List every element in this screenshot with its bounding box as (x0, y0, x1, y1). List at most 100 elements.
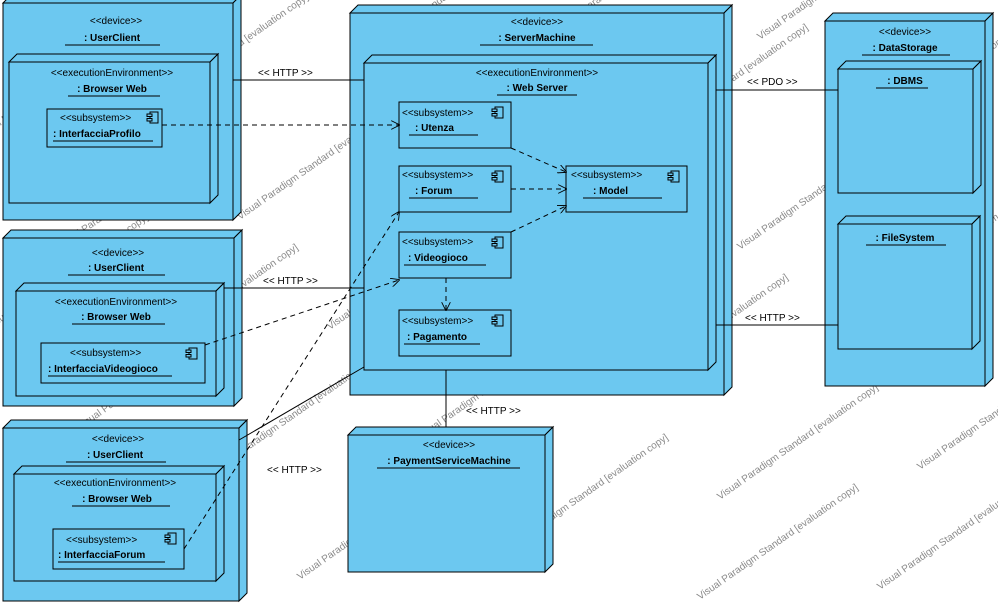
client-game-node[interactable]: <<device>> : UserClient <<executionEnvir… (1, 228, 244, 408)
env-top-face (14, 282, 226, 292)
subsystem-stereotype: <<subsystem>> (402, 237, 473, 248)
utenza-subsystem[interactable]: <<subsystem>> : Utenza (398, 101, 512, 149)
node-stereotype: <<device>> (879, 27, 931, 38)
forum-subsystem[interactable]: <<subsystem>> : Forum (398, 165, 512, 213)
env-stereotype: <<executionEnvironment>> (51, 68, 173, 79)
env-stereotype: <<executionEnvironment>> (55, 297, 177, 308)
env-side-face (209, 52, 219, 205)
dbms-node[interactable]: : DBMS (836, 59, 983, 195)
node-stereotype: <<device>> (90, 16, 142, 27)
subsystem-stereotype: <<subsystem>> (60, 113, 131, 124)
subsystem-name: : Forum (415, 186, 452, 197)
videogioco-subsystem[interactable]: <<subsystem>> : Videogioco (398, 231, 512, 279)
node-stereotype: <<device>> (511, 17, 563, 28)
node-side-face (238, 418, 248, 603)
component-icon (146, 111, 159, 124)
filesystem-name: : FileSystem (876, 233, 935, 244)
env-side-face (971, 214, 981, 351)
component-icon (491, 314, 504, 327)
watermark-text: Visual Paradigm Standard [evaluation cop… (715, 382, 880, 502)
env-name: : Browser Web (77, 84, 147, 95)
subsystem-stereotype: <<subsystem>> (402, 108, 473, 119)
node-top-face (346, 426, 555, 436)
node-name: : UserClient (87, 450, 144, 461)
client-profile-node[interactable]: <<device>> : UserClient <<executionEnvir… (1, 0, 242, 222)
component-icon (491, 236, 504, 249)
env-name: : Browser Web (82, 494, 152, 505)
env-top-face (836, 215, 982, 225)
env-name: : Web Server (507, 83, 568, 94)
subsystem-name: : InterfacciaVideogioco (48, 364, 158, 375)
http-label-profile: << HTTP >> (258, 68, 313, 79)
subsystem-stereotype: <<subsystem>> (70, 348, 141, 359)
data-storage-node[interactable]: <<device>> : DataStorage : DBMS : FileSy… (823, 11, 995, 388)
node-side-face (723, 3, 733, 397)
env-stereotype: <<executionEnvironment>> (54, 478, 176, 489)
http-label-forum: << HTTP >> (267, 465, 322, 476)
env-top-face (362, 54, 718, 64)
subsystem-stereotype: <<subsystem>> (402, 170, 473, 181)
node-stereotype: <<device>> (423, 440, 475, 451)
client-forum-node[interactable]: <<device>> : UserClient <<executionEnvir… (1, 418, 249, 603)
pagamento-subsystem[interactable]: <<subsystem>> : Pagamento (398, 309, 512, 357)
subsystem-name: : Pagamento (407, 332, 467, 343)
env-stereotype: <<executionEnvironment>> (476, 68, 598, 79)
dependency-forum-forum[interactable] (183, 212, 399, 550)
subsystem-stereotype: <<subsystem>> (571, 170, 642, 181)
dbms-name: : DBMS (887, 76, 923, 87)
node-stereotype: <<device>> (92, 434, 144, 445)
component-icon (164, 532, 177, 545)
model-subsystem[interactable]: <<subsystem>> : Model (565, 165, 688, 213)
dependency-game-videogioco[interactable] (204, 280, 399, 346)
payment-service-node[interactable]: <<device>> : PaymentServiceMachine (346, 425, 555, 574)
dependency-videogioco-model[interactable] (510, 206, 566, 233)
node-top-face (1, 419, 249, 429)
subsystem-name: : InterfacciaForum (58, 550, 145, 561)
subsystem-stereotype: <<subsystem>> (66, 535, 137, 546)
server-machine-node[interactable]: <<device>> : ServerMachine <<executionEn… (348, 3, 734, 397)
http-label-filesystem: << HTTP >> (745, 313, 800, 324)
env-top-face (7, 53, 220, 63)
interfaccia-profilo-subsystem[interactable]: <<subsystem>> : InterfacciaProfilo (46, 108, 163, 148)
env-side-face (972, 59, 982, 195)
node-side-face (984, 11, 994, 388)
env-side-face (707, 53, 717, 372)
node-stereotype: <<device>> (92, 248, 144, 259)
node-top-face (1, 229, 244, 239)
env-name: : Browser Web (81, 312, 151, 323)
watermark-text: Visual Paradigm Standard [evaluation cop… (875, 472, 998, 592)
dependency-utenza-model[interactable] (510, 147, 566, 172)
http-label-payment: << HTTP >> (466, 406, 521, 417)
env-top-face (12, 465, 226, 475)
pdo-label: << PDO >> (747, 77, 798, 88)
comm-path-forum[interactable] (238, 366, 365, 441)
connections (162, 79, 838, 550)
node-side-face (233, 228, 243, 408)
node-name: : DataStorage (872, 43, 937, 54)
filesystem-node[interactable]: : FileSystem (836, 214, 982, 351)
interfaccia-videogioco-subsystem[interactable]: <<subsystem>> : InterfacciaVideogioco (40, 342, 206, 384)
component-icon (491, 170, 504, 183)
node-name: : UserClient (88, 263, 145, 274)
subsystem-name: : Utenza (415, 123, 454, 134)
subsystem-name: : Videogioco (408, 253, 468, 264)
component-icon (667, 170, 680, 183)
connection-labels: << HTTP >> << HTTP >> << HTTP >> << PDO … (258, 68, 800, 476)
subsystem-name: : InterfacciaProfilo (53, 129, 141, 140)
node-name: : ServerMachine (498, 33, 576, 44)
node-side-face (232, 0, 242, 222)
subsystem-name: : Model (593, 186, 628, 197)
http-label-game: << HTTP >> (263, 276, 318, 287)
node-top-face (823, 12, 995, 22)
env-front-face (837, 68, 974, 194)
component-icon (491, 106, 504, 119)
subsystem-stereotype: <<subsystem>> (402, 316, 473, 327)
env-side-face (215, 464, 225, 583)
node-name: : PaymentServiceMachine (387, 456, 511, 467)
interfaccia-forum-subsystem[interactable]: <<subsystem>> : InterfacciaForum (52, 528, 185, 570)
node-side-face (544, 425, 554, 574)
component-icon (185, 347, 198, 360)
node-name: : UserClient (84, 33, 141, 44)
node-top-face (348, 4, 734, 14)
